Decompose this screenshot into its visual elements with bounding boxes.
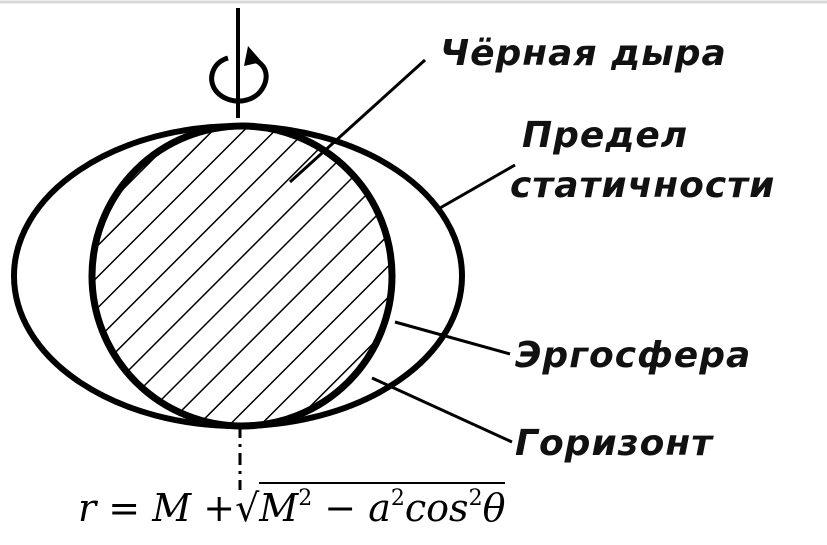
formula-exp-a: 2 <box>298 486 312 511</box>
label-ergosphere: Эргосфера <box>515 338 751 374</box>
formula-M: M <box>152 486 191 530</box>
leader-black-hole <box>290 60 425 182</box>
formula-cos: cos <box>405 486 469 530</box>
formula-sqrt-icon: √ <box>235 486 259 530</box>
leader-horizon <box>372 378 512 442</box>
formula-exp-b: 2 <box>391 486 405 511</box>
formula-a: a <box>368 486 391 530</box>
formula-radicand: M2 − a2cos2θ <box>259 482 505 530</box>
label-horizon: Горизонт <box>515 426 713 462</box>
leader-static-limit <box>440 165 515 208</box>
formula-r: r <box>78 486 96 530</box>
horizon-sphere <box>80 120 410 440</box>
label-static-limit-line2: статичности <box>510 168 775 204</box>
formula-M2: M <box>259 486 298 530</box>
formula-minus: − <box>324 486 356 530</box>
label-static-limit-line1: Предел <box>522 118 688 154</box>
formula-plus: + <box>203 486 235 530</box>
leader-ergosphere <box>395 322 510 354</box>
horizon-formula: r = M +√M2 − a2cos2θ <box>78 488 505 527</box>
label-black-hole: Чёрная дыра <box>440 36 727 72</box>
formula-eq: = <box>108 486 140 530</box>
formula-exp-c: 2 <box>469 486 483 511</box>
formula-theta: θ <box>483 486 506 530</box>
